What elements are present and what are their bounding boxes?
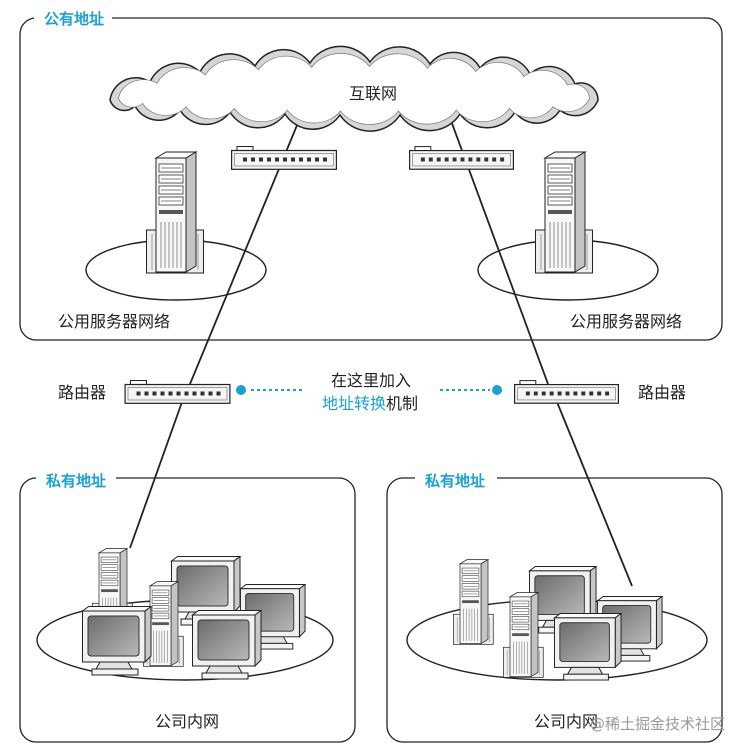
nat-note-highlight: 地址转换 [322, 394, 386, 413]
router-icon [124, 380, 231, 404]
private-label-bg-left [36, 468, 116, 488]
link-router-to-intranet-right [556, 401, 633, 587]
server-network-label-right: 公用服务器网络 [570, 312, 682, 331]
private-address-area-right [386, 477, 723, 743]
nat-note-rest: 机制 [386, 394, 418, 413]
nat-note-line1: 在这里加入 [331, 371, 411, 390]
nat-marker-dot-left [236, 385, 246, 395]
private-address-label-right: 私有地址 [424, 472, 485, 490]
public-label-bg [34, 8, 112, 28]
public-address-area [19, 17, 723, 341]
intranet-label-right: 公司内网 [534, 712, 598, 731]
nat-marker-dot-right [492, 385, 502, 395]
watermark: @稀土掘金技术社区 [590, 715, 725, 733]
private-address-area-left [19, 477, 356, 743]
private-label-bg-right [415, 468, 497, 488]
intranet-label-left: 公司内网 [155, 712, 219, 731]
server-icon [535, 151, 593, 274]
internet-label: 互联网 [349, 84, 397, 103]
router-label-right: 路由器 [638, 383, 686, 402]
cloud-icon [109, 45, 599, 132]
server-icon [453, 559, 494, 645]
server-icon [146, 151, 204, 274]
public-address-label: 公有地址 [44, 10, 104, 28]
hub-icon [409, 146, 514, 170]
server-network-label-left: 公用服务器网络 [58, 312, 170, 331]
link-router-to-intranet-left [129, 401, 183, 549]
router-icon [514, 380, 619, 404]
hub-icon [231, 146, 337, 170]
nat-note-line2: 地址转换机制 [322, 394, 418, 413]
router-label-left: 路由器 [58, 383, 106, 402]
private-address-label-left: 私有地址 [45, 472, 106, 490]
